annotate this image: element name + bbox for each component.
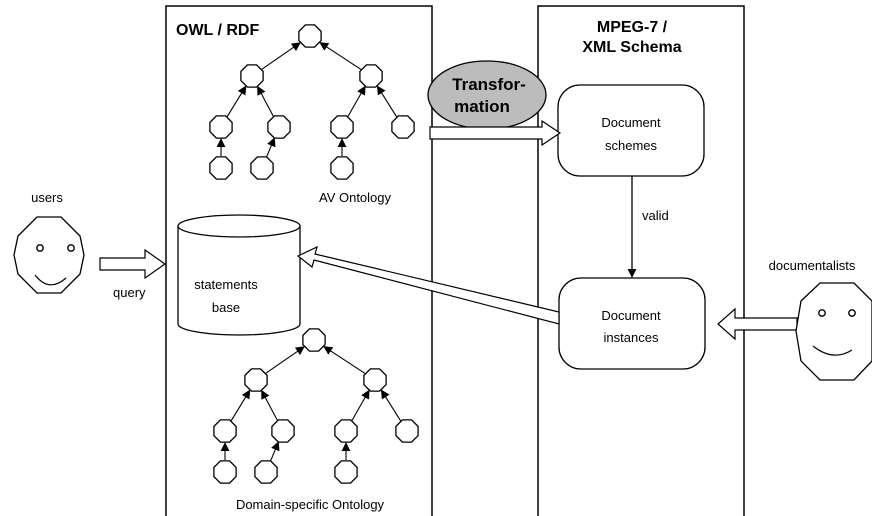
tree-node xyxy=(209,156,233,180)
users-label: users xyxy=(31,190,63,205)
statements-base-label-line1: statements xyxy=(194,277,258,292)
domain-ontology-label: Domain-specific Ontology xyxy=(236,497,385,512)
document-schemes-line1: Document xyxy=(601,115,661,130)
document-schemes-line2: schemes xyxy=(605,138,658,153)
valid-label: valid xyxy=(642,208,669,223)
tree-node xyxy=(271,419,295,443)
tree-node xyxy=(250,156,274,180)
tree-node xyxy=(209,115,233,139)
tree-node xyxy=(330,115,354,139)
tree-node xyxy=(244,368,268,392)
tree-node xyxy=(302,328,326,352)
instances-to-statements-arrow xyxy=(296,245,560,325)
tree-edge xyxy=(380,389,402,422)
tree-node xyxy=(391,115,415,139)
statements-base-label-line2: base xyxy=(212,300,240,315)
documentalists-label: documentalists xyxy=(769,258,856,273)
tree-edge xyxy=(347,85,366,117)
transformation-label-line1: Transfor- xyxy=(452,75,526,94)
tree-node xyxy=(395,419,419,443)
users-face-icon xyxy=(13,216,85,294)
tree-node xyxy=(330,156,354,180)
mpeg7-panel xyxy=(537,5,745,516)
tree-node xyxy=(267,115,291,139)
document-instances-line1: Document xyxy=(601,308,661,323)
tree-edge xyxy=(376,85,398,118)
tree-node xyxy=(213,460,237,484)
tree-edge xyxy=(257,85,274,117)
domain-ontology-tree xyxy=(213,328,419,484)
tree-edge xyxy=(261,42,301,70)
mpeg7-title-line2: XML Schema xyxy=(582,39,681,56)
tree-edge xyxy=(266,137,276,158)
tree-edge xyxy=(265,346,305,374)
tree-node xyxy=(359,64,383,88)
av-ontology-tree xyxy=(209,24,415,180)
tree-edge xyxy=(261,389,278,421)
tree-edge xyxy=(319,42,362,70)
document-instances-box xyxy=(558,277,706,370)
tree-edge xyxy=(351,389,370,421)
owl-rdf-title: OWL / RDF xyxy=(176,22,259,39)
document-schemes-box xyxy=(557,84,705,177)
tree-edge xyxy=(230,389,251,421)
tree-node xyxy=(240,64,264,88)
query-arrow xyxy=(99,248,167,280)
document-instances-line2: instances xyxy=(604,330,659,345)
tree-node xyxy=(334,419,358,443)
tree-node xyxy=(213,419,237,443)
tree-node xyxy=(334,460,358,484)
tree-node xyxy=(254,460,278,484)
query-label: query xyxy=(113,285,146,300)
documentalists-face-icon xyxy=(795,282,872,381)
tree-edge xyxy=(270,441,280,462)
owl-rdf-panel xyxy=(165,5,433,516)
transformation-ellipse xyxy=(427,60,547,130)
tree-edge xyxy=(226,85,247,117)
transformation-label-line2: mation xyxy=(454,97,510,116)
statements-base-cylinder xyxy=(177,214,301,336)
documentalists-arrow xyxy=(717,307,798,341)
tree-edge xyxy=(323,346,366,374)
av-ontology-label: AV Ontology xyxy=(319,190,392,205)
mpeg7-title-line1: MPEG-7 / xyxy=(597,19,668,36)
tree-node xyxy=(363,368,387,392)
tree-node xyxy=(298,24,322,48)
transformation-arrow xyxy=(429,119,562,147)
